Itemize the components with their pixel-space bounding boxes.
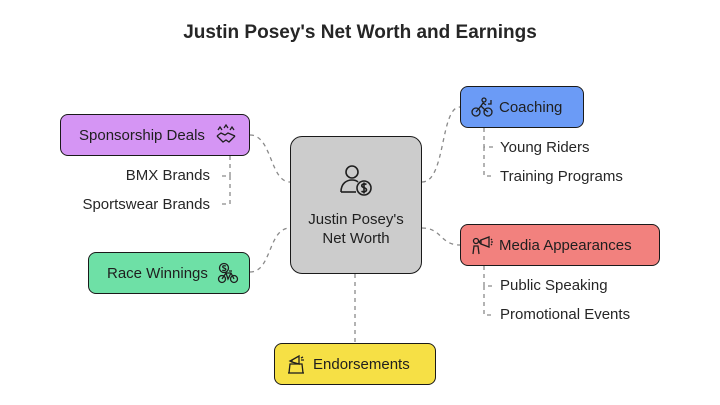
megaphone-laptop-icon	[285, 353, 307, 375]
sub-sportswear-brands: Sportswear Brands	[82, 196, 210, 213]
endorsements-label: Endorsements	[313, 355, 410, 373]
media-appearances-label: Media Appearances	[499, 236, 632, 254]
sub-training-programs: Training Programs	[500, 168, 623, 185]
connector-sportswear	[218, 176, 231, 205]
sub-promotional-events: Promotional Events	[500, 306, 631, 323]
race-winnings-node[interactable]: Race Winnings	[88, 252, 250, 294]
connector-sponsorship	[249, 134, 291, 183]
connector-bmx	[218, 156, 231, 177]
race-winnings-label: Race Winnings	[107, 264, 208, 282]
connector-public-speaking	[483, 266, 494, 287]
connector-training	[483, 147, 494, 177]
sub-public-speaking: Public Speaking	[500, 277, 608, 294]
sub-bmx-brands: BMX Brands	[125, 167, 210, 184]
connector-young-riders	[483, 128, 494, 148]
endorsements-node[interactable]: Endorsements	[274, 343, 436, 385]
sub-young-riders: Young Riders	[500, 139, 590, 156]
connector-coaching	[421, 106, 461, 183]
diagram-title: Justin Posey's Net Worth and Earnings	[183, 22, 537, 43]
connector-promotional	[483, 286, 494, 316]
coaching-node[interactable]: Coaching	[460, 86, 584, 128]
center-node[interactable]: Justin Posey's Net Worth	[290, 136, 422, 274]
connector-media	[421, 227, 461, 246]
sponsorship-deals-label: Sponsorship Deals	[79, 126, 205, 144]
cyclist-icon	[471, 96, 493, 118]
sponsorship-deals-node[interactable]: Sponsorship Deals	[60, 114, 250, 156]
coaching-label: Coaching	[499, 98, 563, 116]
connector-race	[249, 227, 291, 273]
center-label: Justin Posey's Net Worth	[308, 211, 404, 247]
media-appearances-node[interactable]: Media Appearances	[460, 224, 660, 266]
megaphone-person-icon	[471, 234, 493, 256]
handshake-stars-icon	[215, 124, 237, 146]
person-dollar-icon	[338, 162, 374, 198]
dollar-bicycle-icon	[217, 262, 239, 284]
